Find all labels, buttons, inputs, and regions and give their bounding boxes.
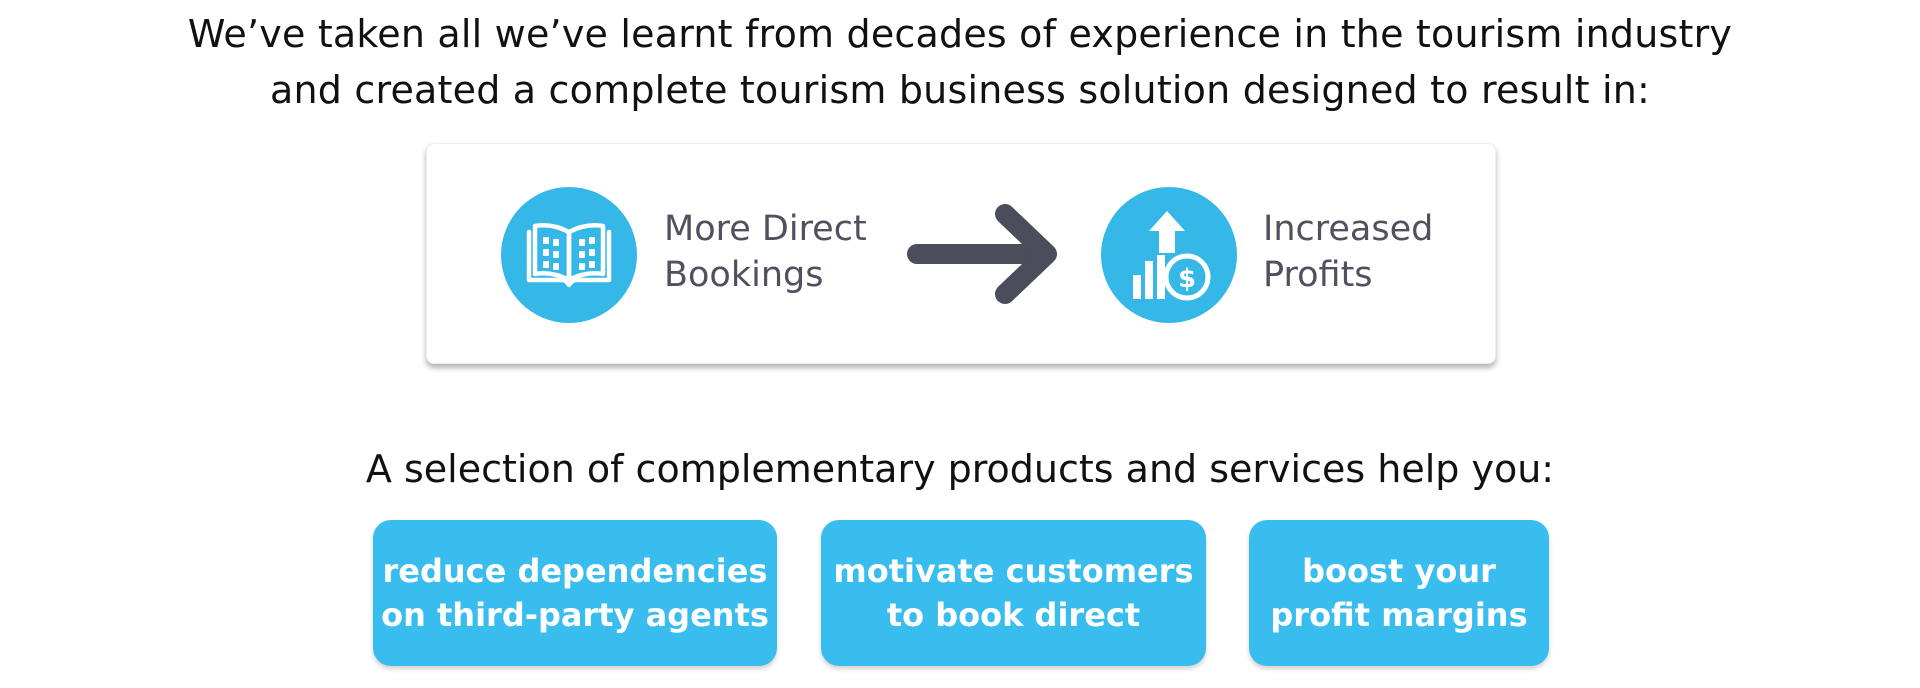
result-card: More Direct Bookings $ (426, 143, 1496, 364)
more-direct-bookings-label: More Direct Bookings (664, 206, 867, 298)
open-book-icon-svg (526, 223, 612, 288)
profit-growth-icon-svg: $ (1133, 211, 1211, 301)
intro-text: We’ve taken all we’ve learnt from decade… (0, 6, 1920, 118)
benefit-boost-margins[interactable]: boost your profit margins (1249, 520, 1549, 666)
services-subtitle: A selection of complementary products an… (365, 447, 1555, 491)
benefit-3-line-2: profit margins (1270, 596, 1528, 634)
right-label-line-1: Increased (1263, 209, 1434, 249)
benefit-reduce-dependencies[interactable]: reduce dependencies on third-party agent… (373, 520, 777, 666)
benefit-motivate-customers[interactable]: motivate customers to book direct (821, 520, 1206, 666)
benefit-1-line-2: on third-party agents (381, 596, 769, 634)
left-label-line-1: More Direct (664, 209, 867, 249)
intro-line-2: and created a complete tourism business … (270, 68, 1650, 112)
arrow-right-icon (907, 204, 1057, 304)
benefit-2-line-1: motivate customers (833, 552, 1194, 590)
benefit-1-line-1: reduce dependencies (382, 552, 768, 590)
profit-growth-icon: $ (1101, 187, 1237, 323)
open-book-icon (501, 187, 637, 323)
right-label-line-2: Profits (1263, 255, 1373, 295)
benefit-3-line-1: boost your (1302, 552, 1496, 590)
intro-line-1: We’ve taken all we’ve learnt from decade… (187, 12, 1733, 56)
increased-profits-label: Increased Profits (1263, 206, 1433, 298)
svg-text:$: $ (1178, 264, 1196, 294)
left-label-line-2: Bookings (664, 255, 824, 295)
benefit-2-line-2: to book direct (886, 596, 1141, 634)
